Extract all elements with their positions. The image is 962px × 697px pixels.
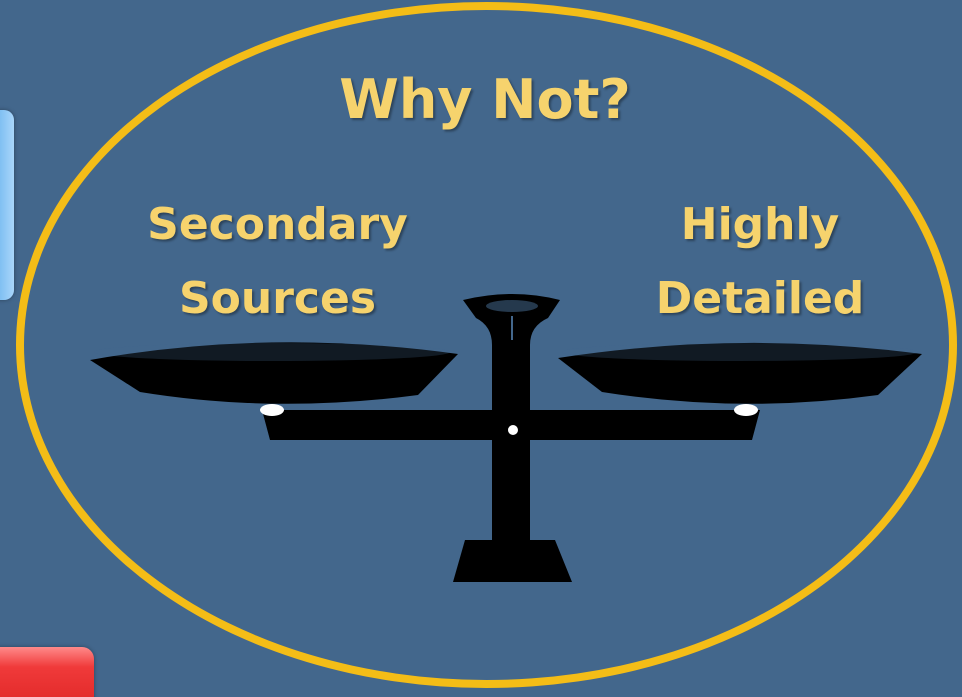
scale-cup-inner <box>486 300 538 312</box>
side-tab-blue <box>0 110 14 300</box>
left-label-line-2: Sources <box>178 273 377 324</box>
slide-heading: Why Not? <box>339 68 631 131</box>
left-pan <box>90 342 458 404</box>
right-pan <box>558 342 922 404</box>
scale-beam <box>262 410 760 440</box>
scale-post <box>492 345 530 545</box>
right-label-line-1: Highly <box>680 199 840 250</box>
scale-pivot <box>508 425 518 435</box>
left-pan-label: Secondary Sources <box>105 188 450 336</box>
right-pan-foot <box>734 404 758 416</box>
left-label-line-1: Secondary <box>147 199 408 250</box>
right-pan-label: Highly Detailed <box>615 188 905 336</box>
highlight-oval <box>16 2 957 688</box>
left-pan-foot <box>260 404 284 416</box>
side-tab-red <box>0 647 94 697</box>
scale-base <box>453 540 572 582</box>
right-label-line-2: Detailed <box>655 273 865 324</box>
